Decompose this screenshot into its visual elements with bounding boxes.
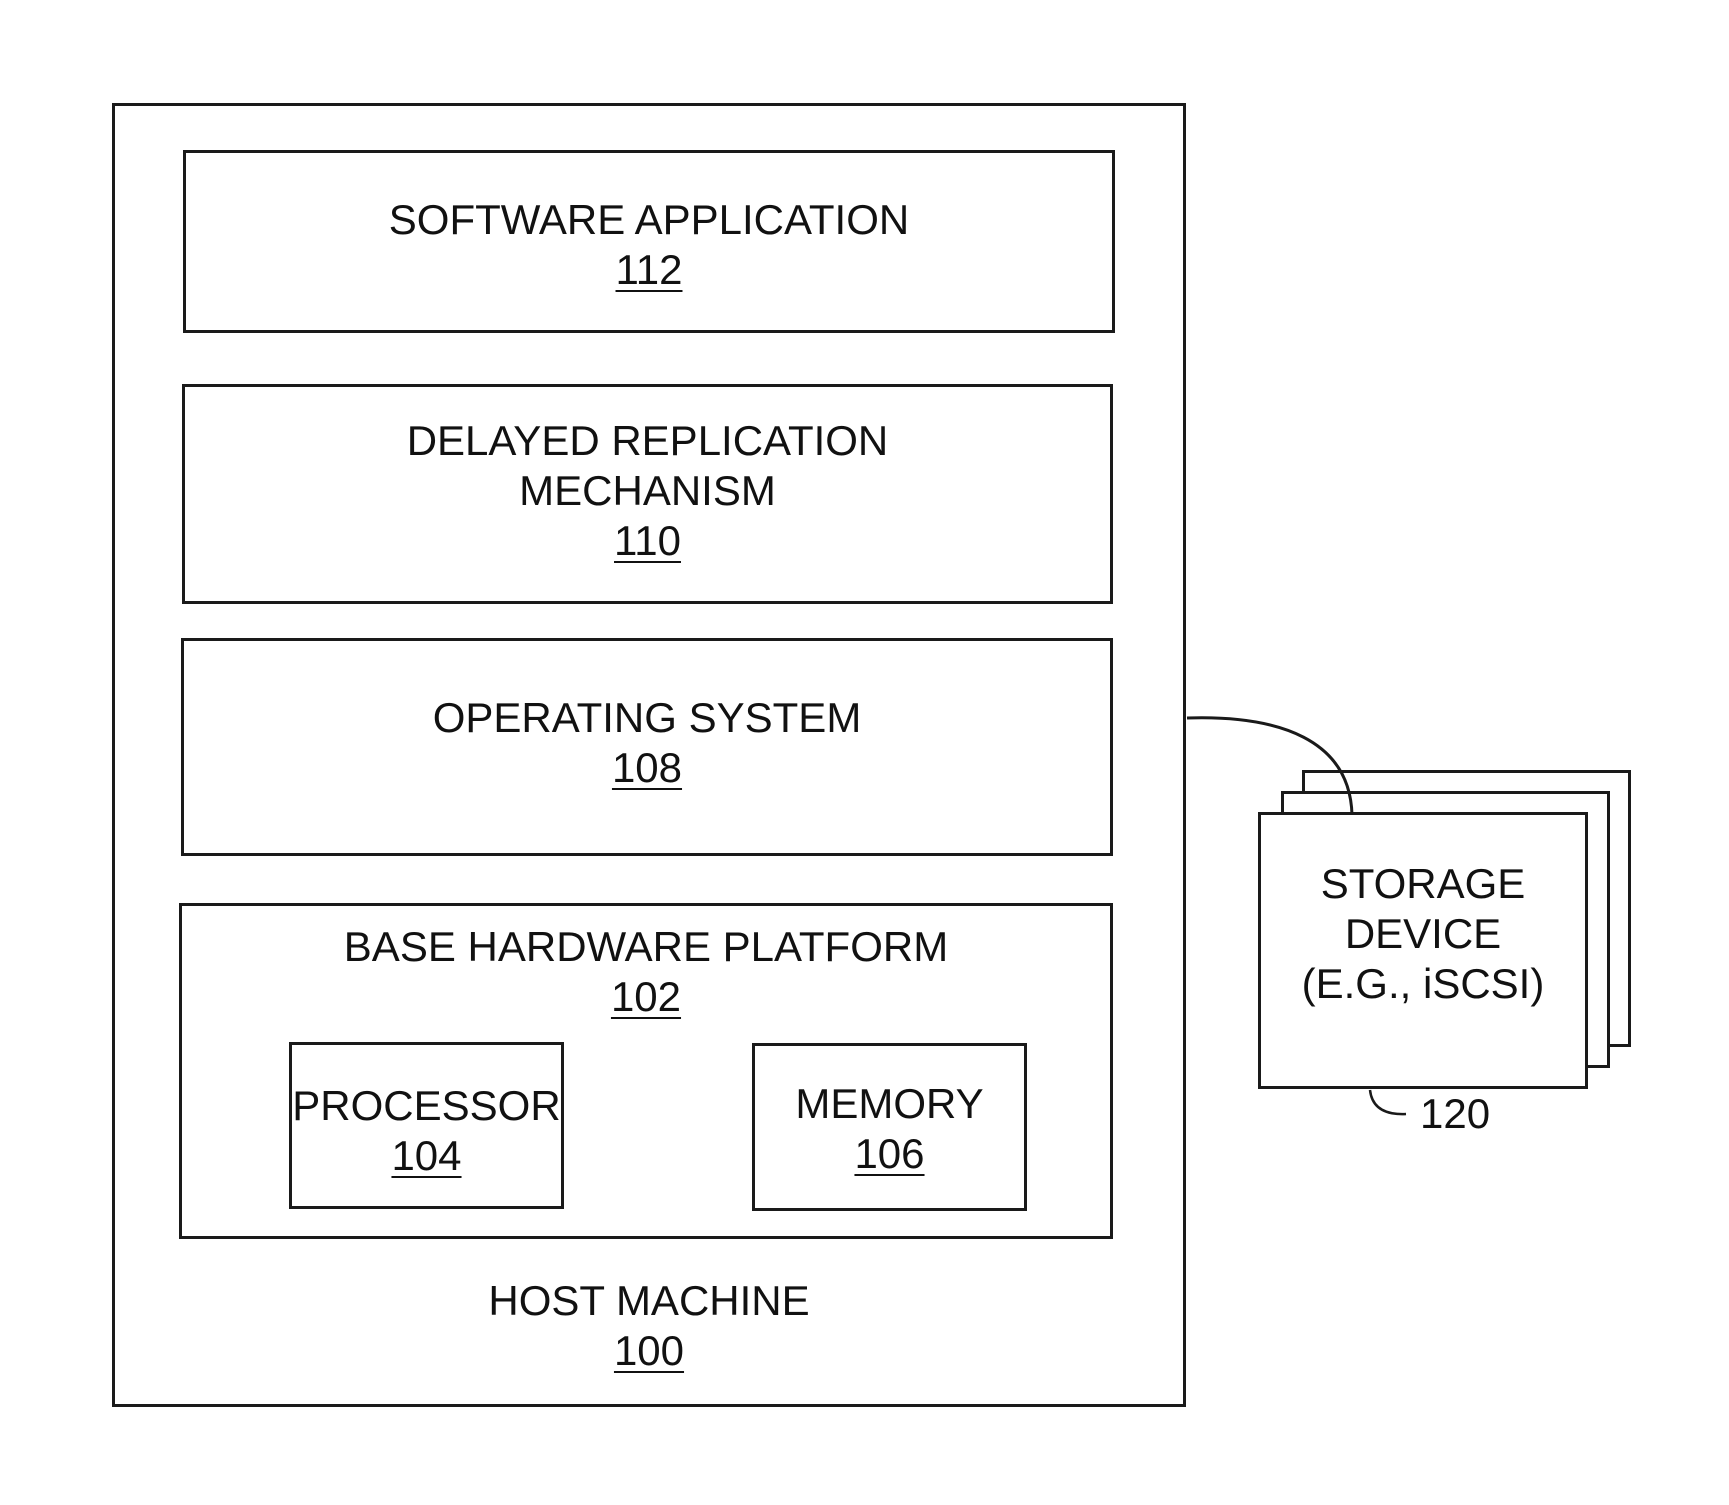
memory-label: MEMORY 106 <box>755 1079 1024 1179</box>
delayed-replication-label: DELAYED REPLICATION MECHANISM 110 <box>185 416 1110 566</box>
delayed-replication-title-line1: DELAYED REPLICATION <box>185 416 1110 466</box>
software-application-title: SOFTWARE APPLICATION <box>186 195 1112 245</box>
storage-device-label: STORAGE DEVICE (E.G., iSCSI) <box>1261 859 1585 1009</box>
storage-device-title-line2: DEVICE <box>1261 909 1585 959</box>
base-hardware-platform-title: BASE HARDWARE PLATFORM <box>182 922 1110 972</box>
base-hardware-platform-label: BASE HARDWARE PLATFORM 102 <box>182 922 1110 1022</box>
storage-device-box: STORAGE DEVICE (E.G., iSCSI) <box>1258 812 1588 1089</box>
processor-ref: 104 <box>391 1132 461 1179</box>
operating-system-ref: 108 <box>612 744 682 791</box>
storage-device-ref: 120 <box>1420 1089 1490 1139</box>
software-application-box: SOFTWARE APPLICATION 112 <box>183 150 1115 333</box>
memory-ref: 106 <box>854 1130 924 1177</box>
memory-title: MEMORY <box>755 1079 1024 1129</box>
host-machine-ref: 100 <box>614 1327 684 1374</box>
delayed-replication-box: DELAYED REPLICATION MECHANISM 110 <box>182 384 1113 604</box>
operating-system-title: OPERATING SYSTEM <box>184 693 1110 743</box>
processor-title: PROCESSOR <box>292 1081 561 1131</box>
memory-box: MEMORY 106 <box>752 1043 1027 1211</box>
software-application-ref: 112 <box>616 246 683 293</box>
operating-system-box: OPERATING SYSTEM 108 <box>181 638 1113 856</box>
delayed-replication-title-line2: MECHANISM <box>185 466 1110 516</box>
host-machine-label: HOST MACHINE 100 <box>115 1276 1183 1376</box>
processor-label: PROCESSOR 104 <box>292 1081 561 1181</box>
host-machine-title: HOST MACHINE <box>115 1276 1183 1326</box>
operating-system-label: OPERATING SYSTEM 108 <box>184 693 1110 793</box>
storage-ref-leader <box>1370 1090 1406 1114</box>
software-application-label: SOFTWARE APPLICATION 112 <box>186 195 1112 295</box>
base-hardware-platform-box: BASE HARDWARE PLATFORM 102 PROCESSOR 104… <box>179 903 1113 1239</box>
base-hardware-platform-ref: 102 <box>611 973 681 1020</box>
processor-box: PROCESSOR 104 <box>289 1042 564 1209</box>
storage-device-title-line1: STORAGE <box>1261 859 1585 909</box>
delayed-replication-ref: 110 <box>614 517 681 564</box>
storage-device-title-line3: (E.G., iSCSI) <box>1261 959 1585 1009</box>
